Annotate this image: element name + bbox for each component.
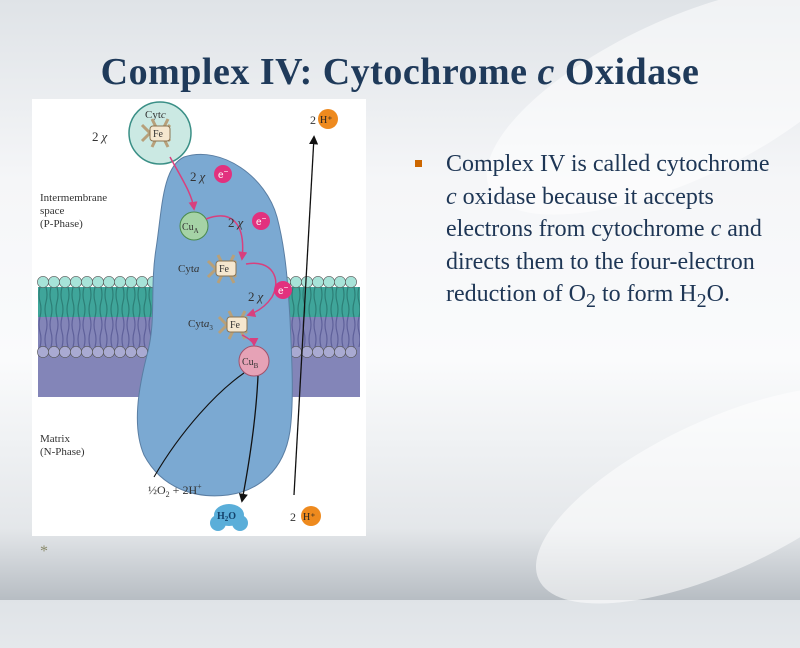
- matrix-label: (N-Phase): [40, 446, 85, 458]
- electron-icon: e−: [274, 281, 292, 299]
- intermembrane-label: (P-Phase): [40, 218, 83, 230]
- intermembrane-label: Intermembrane: [40, 192, 107, 204]
- svg-text:H⁺: H⁺: [303, 512, 316, 523]
- complex-iv-diagram: Intermembrane space (P-Phase) Matrix (N-…: [32, 99, 366, 536]
- proton-top: 2 H⁺: [310, 109, 338, 129]
- electron-icon: e−: [214, 165, 232, 183]
- svg-text:2: 2: [310, 113, 316, 127]
- cub-center: CuB: [239, 346, 269, 376]
- bullet-item: Complex IV is called cytochrome c oxidas…: [415, 148, 775, 317]
- water-molecule: H2O: [210, 504, 248, 531]
- svg-text:H⁺: H⁺: [320, 115, 333, 126]
- intermembrane-label: space: [40, 205, 65, 217]
- footnote-marker: *: [40, 543, 48, 561]
- bullet-marker: [415, 160, 422, 167]
- complex-iv-protein: [137, 154, 292, 495]
- svg-text:Fe: Fe: [153, 129, 164, 140]
- svg-text:Fe: Fe: [219, 264, 230, 275]
- bullet-text: Complex IV is called cytochrome c oxidas…: [446, 148, 775, 317]
- cua-center: CuA: [180, 212, 208, 240]
- svg-text:2: 2: [290, 510, 296, 524]
- electron-icon: e−: [252, 212, 270, 230]
- oxygen-equation: ½O2 + 2H+: [148, 482, 202, 499]
- matrix-label: Matrix: [40, 433, 70, 445]
- svg-text:Fe: Fe: [230, 320, 241, 331]
- background-swoosh: [507, 343, 800, 648]
- proton-bottom: 2 H⁺: [290, 506, 321, 526]
- svg-text:Cytc: Cytc: [145, 109, 166, 121]
- cytochrome-c: Cytc Fe: [129, 102, 191, 164]
- slide-title: Complex IV: Cytochrome c Oxidase: [0, 50, 800, 94]
- cyt-a-label: Cyta: [178, 263, 200, 275]
